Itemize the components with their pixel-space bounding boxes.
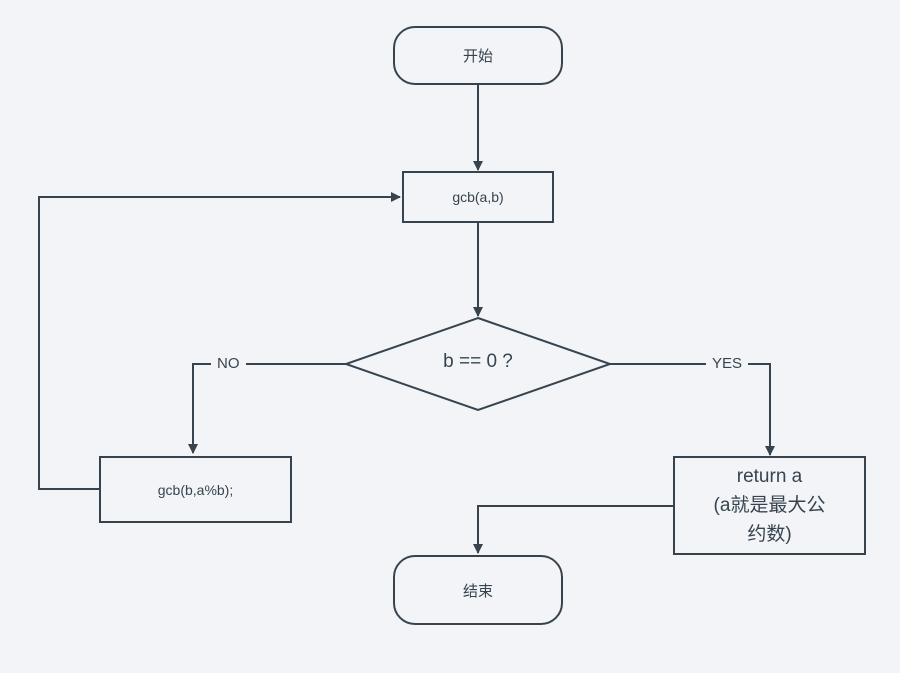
decision-diamond (342, 316, 614, 412)
edge-loop-back (38, 192, 401, 490)
edge-yes-branch (610, 363, 775, 456)
return-label-line2: (a就是最大公 (713, 495, 826, 516)
gcb-recursive-node: gcb(b,a%b); (99, 456, 292, 523)
end-node: 结束 (393, 555, 563, 625)
return-node: return a (a就是最大公 约数) (673, 456, 866, 555)
gcb-ab-label: gcb(a,b) (452, 189, 504, 205)
edge-no-branch (188, 363, 346, 454)
decision-label: b == 0 ? (443, 351, 513, 372)
gcb-ab-node: gcb(a,b) (402, 171, 554, 223)
edge-return-to-end (473, 505, 674, 554)
yes-label: YES (706, 354, 749, 374)
no-label: NO (211, 354, 246, 374)
return-label-line1: return a (736, 466, 803, 487)
end-label: 结束 (462, 582, 493, 600)
gcb-recursive-label: gcb(b,a%b); (157, 481, 234, 498)
return-label-line3: 约数) (747, 524, 792, 545)
start-node: 开始 (393, 26, 563, 85)
start-label: 开始 (462, 48, 493, 65)
